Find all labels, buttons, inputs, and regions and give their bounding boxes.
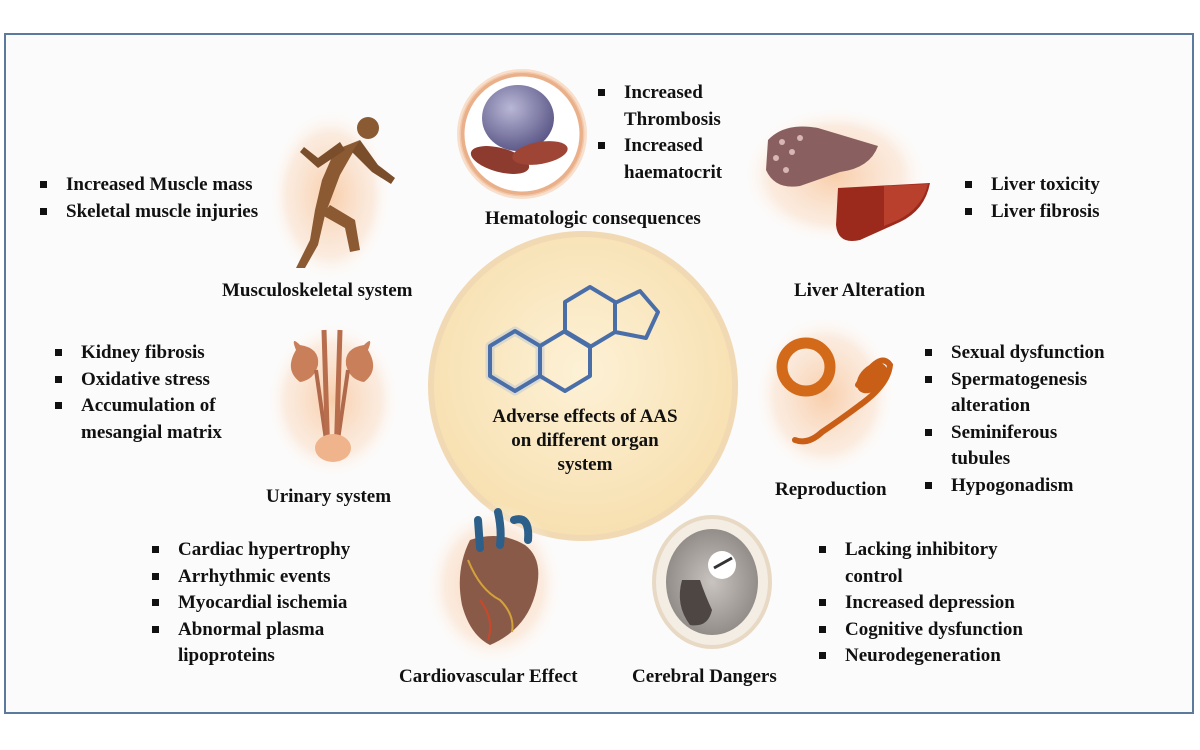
list-item: Seminiferous tubules — [925, 420, 1105, 473]
heart-icon — [424, 503, 564, 667]
list-item: Increased Muscle mass — [40, 172, 258, 199]
cardiovascular-bullets: Cardiac hypertrophy Arrhythmic events My… — [152, 537, 350, 670]
list-item-line: lipoproteins — [178, 645, 275, 666]
liver-bullets: Liver toxicity Liver fibrosis — [965, 172, 1100, 225]
list-item-line: control — [845, 565, 903, 587]
cardiovascular-title: Cardiovascular Effect — [399, 666, 578, 687]
list-item: Kidney fibrosis — [55, 340, 222, 367]
list-item-line: Spermatogenesis — [951, 368, 1088, 390]
list-item: Arrhythmic events — [152, 564, 350, 591]
list-item: Hypogonadism — [925, 473, 1105, 500]
list-item-line: Increased — [624, 135, 703, 156]
reproduction-title: Reproduction — [775, 479, 887, 500]
list-item: Accumulation of mesangial matrix — [55, 393, 222, 446]
urinary-title: Urinary system — [266, 486, 392, 507]
liver-icon — [740, 105, 930, 245]
liver-title: Liver Alteration — [794, 280, 926, 301]
reproduction-bullets: Sexual dysfunction Spermatogenesis alter… — [925, 340, 1105, 499]
list-item: Increased depression — [819, 590, 1023, 617]
list-item: Sexual dysfunction — [925, 340, 1105, 367]
list-item-line: Thrombosis — [624, 108, 721, 130]
list-item: Abnormal plasma lipoproteins — [152, 617, 350, 670]
center-circle — [428, 231, 738, 541]
list-item: Lacking inhibitory control — [819, 537, 1023, 590]
cerebral-title: Cerebral Dangers — [632, 666, 777, 687]
list-item-line: mesangial matrix — [81, 421, 222, 443]
list-item-line: Abnormal plasma — [178, 618, 325, 640]
blood-cells-icon — [457, 69, 587, 199]
list-item-line: Increased — [624, 82, 703, 103]
cerebral-bullets: Lacking inhibitory control Increased dep… — [819, 537, 1023, 670]
urinary-bullets: Kidney fibrosis Oxidative stress Accumul… — [55, 340, 222, 446]
list-item-line: Seminiferous — [951, 421, 1058, 443]
hematologic-title: Hematologic consequences — [485, 208, 701, 229]
list-item: Cognitive dysfunction — [819, 617, 1023, 644]
list-item: Liver fibrosis — [965, 199, 1100, 226]
center-title: Adverse effects of AAS on different orga… — [455, 405, 715, 477]
hematologic-bullets: Increased Thrombosis Increased haematocr… — [598, 80, 722, 186]
list-item-line: haematocrit — [624, 161, 723, 183]
list-item: Liver toxicity — [965, 172, 1100, 199]
list-item-line: alteration — [951, 395, 1031, 416]
list-item: Increased haematocrit — [598, 133, 722, 186]
list-item: Neurodegeneration — [819, 643, 1023, 670]
list-item-line: tubules — [951, 448, 1011, 469]
runner-icon — [268, 107, 395, 283]
musculoskeletal-title: Musculoskeletal system — [222, 280, 413, 301]
center-line: system — [557, 454, 613, 475]
reproduction-icon — [753, 313, 897, 477]
list-item: Myocardial ischemia — [152, 590, 350, 617]
list-item: Cardiac hypertrophy — [152, 537, 350, 564]
steroid-molecule-icon — [485, 285, 660, 396]
list-item: Oxidative stress — [55, 367, 222, 394]
musculoskeletal-bullets: Increased Muscle mass Skeletal muscle in… — [40, 172, 258, 225]
center-line: on different organ — [511, 430, 659, 451]
brain-icon — [652, 515, 772, 649]
list-item-line: Lacking inhibitory — [845, 539, 998, 560]
list-item: Increased Thrombosis — [598, 80, 722, 133]
center-line: Adverse effects of AAS — [492, 406, 678, 427]
kidneys-icon — [265, 320, 401, 480]
list-item: Skeletal muscle injuries — [40, 199, 258, 226]
list-item: Spermatogenesis alteration — [925, 367, 1105, 420]
list-item-line: Accumulation of — [81, 395, 216, 416]
